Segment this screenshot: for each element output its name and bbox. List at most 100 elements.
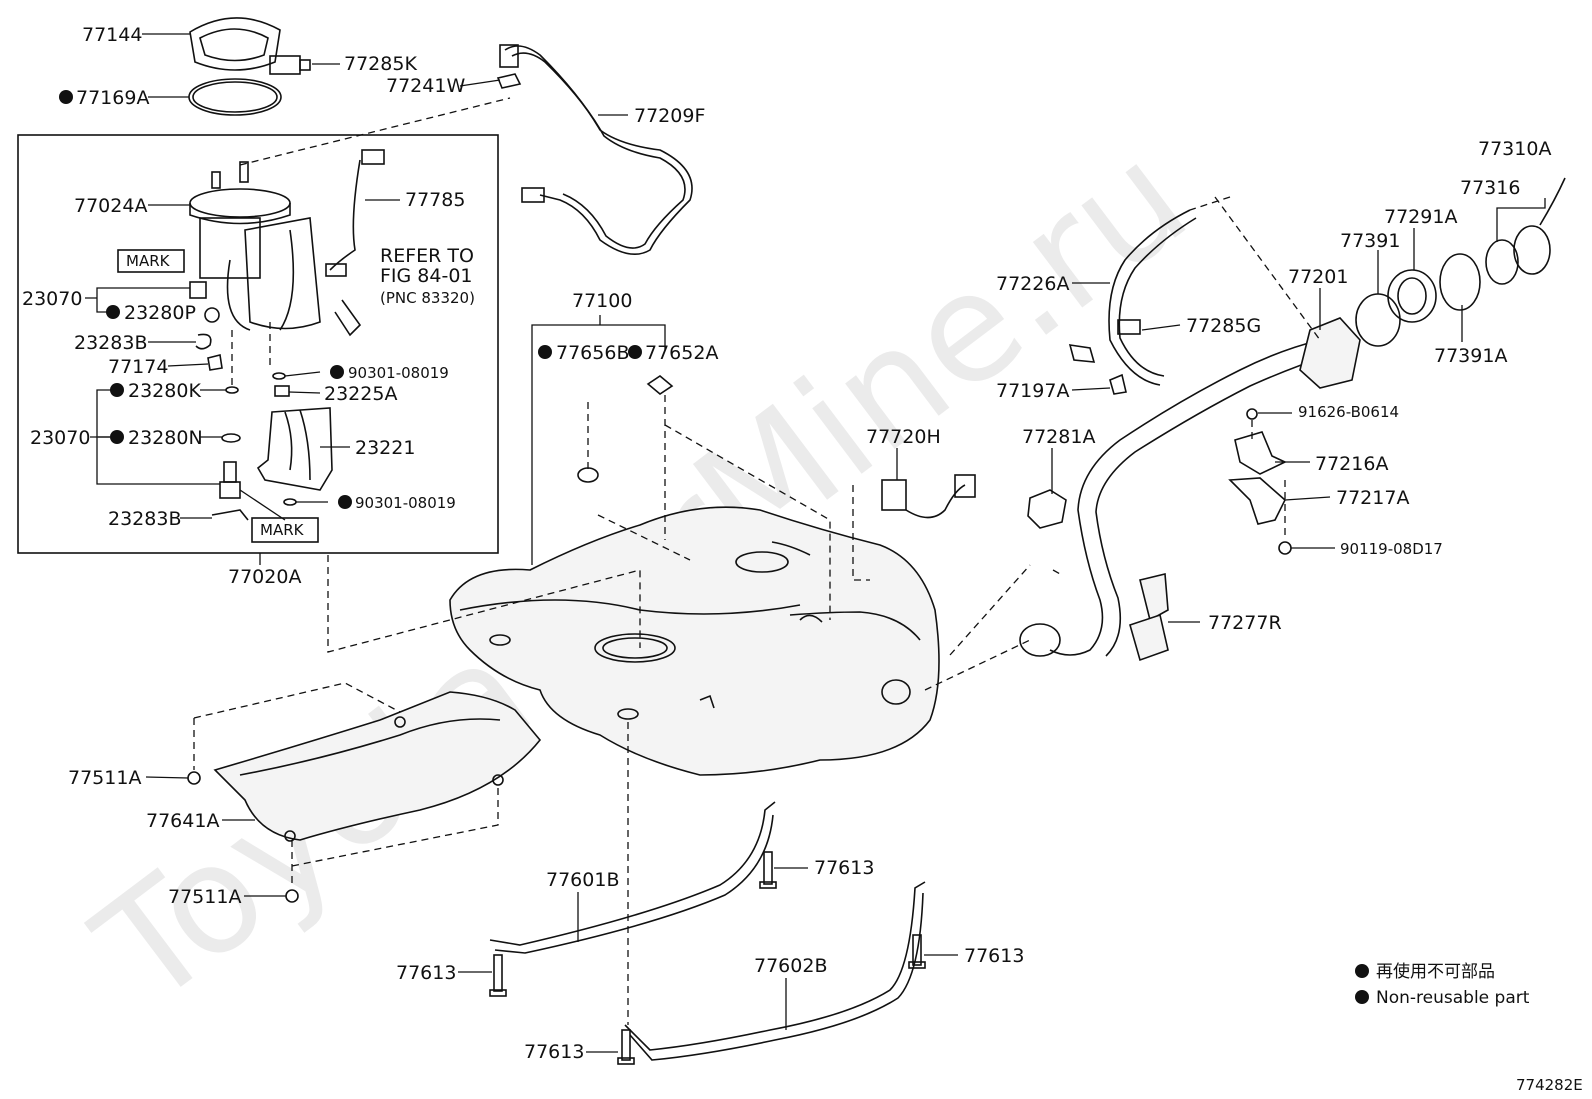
label-23280N: 23280N <box>128 427 203 449</box>
valve-77720H <box>881 474 976 519</box>
part-77291A <box>1387 269 1437 323</box>
label-23070-lower: 23070 <box>30 427 90 449</box>
label-77241W: 77241W <box>386 75 465 97</box>
label-77216A: 77216A <box>1315 453 1388 475</box>
oring-23280N <box>221 433 241 443</box>
mark-label-bottom: MARK <box>260 521 305 539</box>
label-91626-B0614: 91626-B0614 <box>1298 403 1399 421</box>
nonreusable-dot <box>110 383 124 397</box>
label-23221: 23221 <box>355 437 415 459</box>
clip-77197A <box>1109 373 1127 395</box>
fuel-pump-module-77024A <box>189 161 321 331</box>
part-77316 <box>1485 239 1519 285</box>
mark-box-top <box>117 249 185 273</box>
nonreusable-dot <box>538 345 552 359</box>
clip-23283B <box>195 333 212 350</box>
filler-pipe-77201 <box>1019 317 1361 657</box>
label-77020A: 77020A <box>228 566 301 588</box>
label-77656B: 77656B <box>556 342 629 364</box>
mark-label-top: MARK <box>126 252 171 270</box>
nonreusable-dot <box>110 430 124 444</box>
label-77613-c: 77613 <box>964 945 1024 967</box>
label-77197A: 77197A <box>996 380 1069 402</box>
label-77169A: 77169A <box>76 87 149 109</box>
bolt-91626 <box>1246 408 1258 420</box>
label-77601B: 77601B <box>546 869 619 891</box>
bolt-90119 <box>1278 541 1292 555</box>
bracket-77217A <box>1228 477 1286 525</box>
label-77281A: 77281A <box>1022 426 1095 448</box>
strap-77601B <box>489 801 776 954</box>
connector-77285K <box>269 55 311 75</box>
refer-line-1: REFER TO <box>380 245 474 267</box>
label-77652A: 77652A <box>645 342 718 364</box>
refer-line-2: FIG 84-01 <box>380 265 473 287</box>
clip-77511A-upper <box>187 771 201 785</box>
part-77281A <box>1027 489 1067 529</box>
label-77217A: 77217A <box>1336 487 1409 509</box>
pad-77652A <box>646 375 674 395</box>
bracket-77216A <box>1234 431 1287 475</box>
fuel-pump-assembly-box <box>17 134 499 554</box>
label-77613-d: 77613 <box>524 1041 584 1063</box>
label-77641A: 77641A <box>146 810 219 832</box>
label-77174: 77174 <box>108 356 168 378</box>
gasket-77391A <box>1439 253 1481 311</box>
refer-line-3: (PNC 83320) <box>380 289 475 307</box>
label-77613-b: 77613 <box>814 857 874 879</box>
part-77277R <box>1129 573 1169 662</box>
mark-box-bottom <box>251 517 319 543</box>
oring-77391 <box>1355 293 1401 347</box>
fuel-tube-77209F <box>499 44 693 256</box>
label-23280P: 23280P <box>124 302 196 324</box>
legend-dot-jp <box>1355 964 1369 978</box>
legend-dot-en <box>1355 990 1369 1004</box>
label-77144: 77144 <box>82 24 142 46</box>
part-77174 <box>207 354 223 371</box>
clip-77241W <box>496 73 522 89</box>
hose-77226A <box>1068 209 1197 386</box>
retainer-ring-77144 <box>189 17 281 71</box>
diagram-code: 774282E <box>1516 1076 1583 1094</box>
label-77511A-upper: 77511A <box>68 767 141 789</box>
nonreusable-dot <box>106 305 120 319</box>
label-77316: 77316 <box>1460 177 1520 199</box>
label-77602B: 77602B <box>754 955 827 977</box>
gasket-77169A <box>188 78 282 116</box>
fuel-pump-23221 <box>256 407 333 491</box>
label-77720H: 77720H <box>866 426 941 448</box>
nonreusable-dot <box>59 90 73 104</box>
label-77024A: 77024A <box>74 195 147 217</box>
label-23283B-lower: 23283B <box>108 508 181 530</box>
bracket-77310A <box>1496 198 1546 242</box>
oring-90301 <box>272 372 286 380</box>
clip-23283B-lower <box>211 509 249 521</box>
filter-23280P <box>189 281 207 299</box>
legend-text-jp: 再使用不可部品 <box>1376 961 1495 982</box>
pressure-regulator <box>219 461 241 499</box>
nonreusable-dot <box>330 365 344 379</box>
label-77613-a: 77613 <box>396 962 456 984</box>
grommet-77656B <box>577 467 599 483</box>
bolt-77613-a <box>489 954 507 997</box>
label-77226A: 77226A <box>996 273 1069 295</box>
label-77100: 77100 <box>572 290 632 312</box>
fuel-sender-77785 <box>325 149 385 337</box>
label-23280K: 23280K <box>128 380 201 402</box>
label-77201: 77201 <box>1288 266 1348 288</box>
label-77285G: 77285G <box>1186 315 1261 337</box>
label-23225A: 23225A <box>324 383 397 405</box>
part-23225A <box>274 385 290 397</box>
bolt-77613-d <box>617 1029 635 1065</box>
label-23070-upper: 23070 <box>22 288 82 310</box>
bolt-77613-c <box>908 934 926 969</box>
bracket-77100 <box>531 324 666 565</box>
label-77277R: 77277R <box>1208 612 1282 634</box>
label-90119-08D17: 90119-08D17 <box>1340 540 1443 558</box>
nonreusable-dot <box>338 495 352 509</box>
legend-text-en: Non-reusable part <box>1376 988 1530 1008</box>
label-23283B-upper: 23283B <box>74 332 147 354</box>
label-90301-upper: 90301-08019 <box>348 364 449 382</box>
label-77391: 77391 <box>1340 230 1400 252</box>
